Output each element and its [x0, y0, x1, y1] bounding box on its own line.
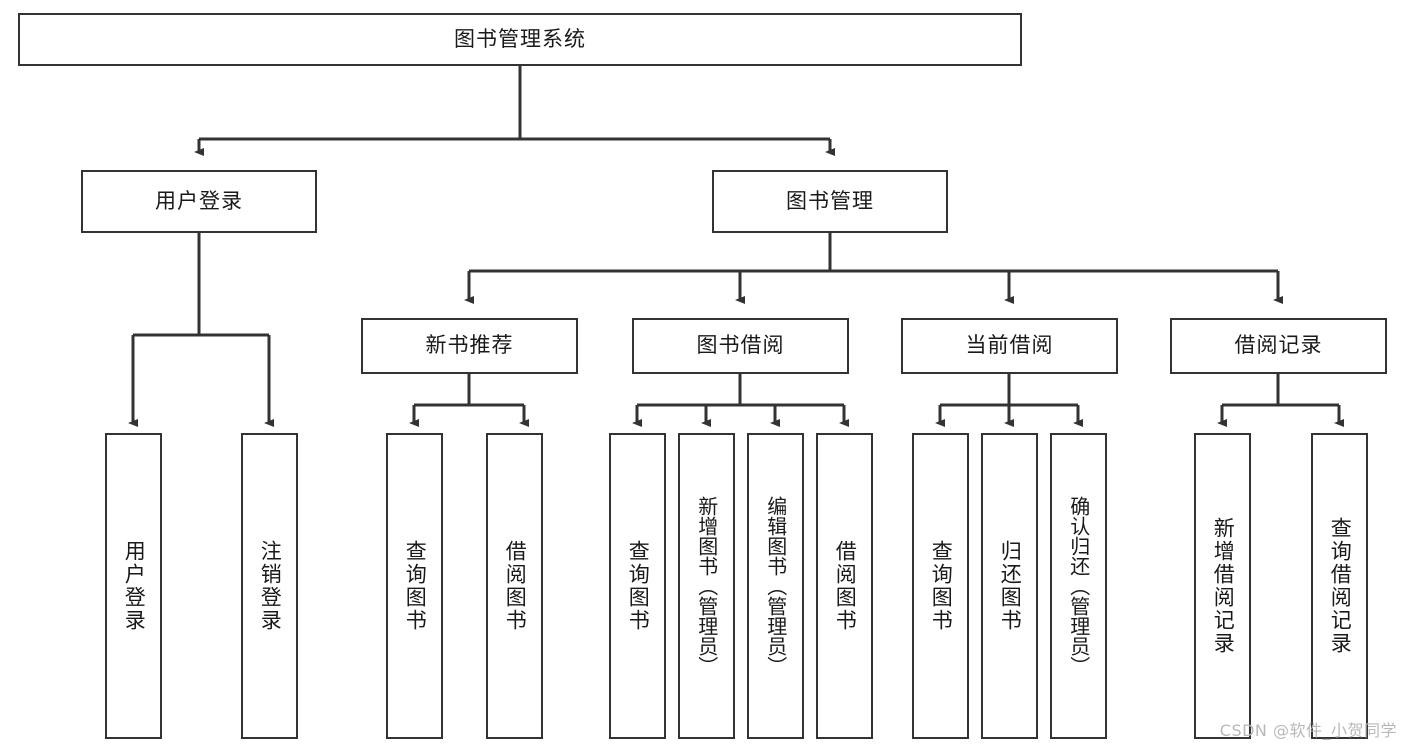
leaf-borrow-record-add-record[interactable]: 新增借阅记录 — [1194, 433, 1251, 739]
leaf-new-book-query-book[interactable]: 查询图书 — [386, 433, 443, 739]
node-label: 编辑图书（管理员） — [763, 496, 788, 676]
watermark-credit: CSDN @软件_小贺同学 — [1219, 721, 1397, 740]
leaf-current-borrow-return-book[interactable]: 归还图书 — [981, 433, 1038, 739]
node-label: 新书推荐 — [425, 333, 514, 358]
node-label: 新增借阅记录 — [1211, 517, 1236, 655]
node-book-borrowing[interactable]: 图书借阅 — [632, 318, 849, 374]
node-label: 查询图书 — [403, 540, 428, 632]
node-label: 用户登录 — [155, 188, 243, 213]
leaf-book-borrow-borrow-book[interactable]: 借阅图书 — [816, 433, 873, 739]
node-label: 借阅记录 — [1234, 333, 1323, 358]
node-label: 注销登录 — [258, 540, 283, 632]
leaf-user-login-login[interactable]: 用户登录 — [105, 433, 162, 739]
node-borrowing-record[interactable]: 借阅记录 — [1170, 318, 1387, 374]
node-label: 图书借阅 — [696, 333, 785, 358]
leaf-user-login-logout[interactable]: 注销登录 — [241, 433, 298, 739]
leaf-current-borrow-query-book[interactable]: 查询图书 — [912, 433, 969, 739]
leaf-new-book-borrow-book[interactable]: 借阅图书 — [486, 433, 543, 739]
leaf-book-borrow-edit-book-admin[interactable]: 编辑图书（管理员） — [747, 433, 804, 739]
node-label: 查询图书 — [929, 540, 954, 632]
node-label: 借阅图书 — [503, 540, 528, 632]
node-label: 确认归还（管理员） — [1066, 496, 1091, 676]
node-label: 查询借阅记录 — [1328, 517, 1353, 655]
node-label: 借阅图书 — [833, 540, 858, 632]
node-label: 用户登录 — [122, 540, 147, 632]
node-new-book-recommendation[interactable]: 新书推荐 — [361, 318, 578, 374]
node-label: 图书管理系统 — [454, 26, 586, 51]
leaf-book-borrow-query-book[interactable]: 查询图书 — [609, 433, 666, 739]
node-label: 查询图书 — [626, 540, 651, 632]
node-user-login[interactable]: 用户登录 — [81, 170, 317, 233]
node-root-book-management-system[interactable]: 图书管理系统 — [18, 13, 1022, 66]
leaf-current-borrow-confirm-return-admin[interactable]: 确认归还（管理员） — [1050, 433, 1107, 739]
node-current-borrowing[interactable]: 当前借阅 — [901, 318, 1118, 374]
leaf-borrow-record-query-record[interactable]: 查询借阅记录 — [1311, 433, 1368, 739]
node-label: 当前借阅 — [965, 333, 1054, 358]
node-book-management[interactable]: 图书管理 — [712, 170, 948, 233]
leaf-book-borrow-add-book-admin[interactable]: 新增图书（管理员） — [678, 433, 735, 739]
node-label: 新增图书（管理员） — [694, 496, 719, 676]
node-label: 图书管理 — [786, 188, 874, 213]
node-label: 归还图书 — [998, 540, 1023, 632]
